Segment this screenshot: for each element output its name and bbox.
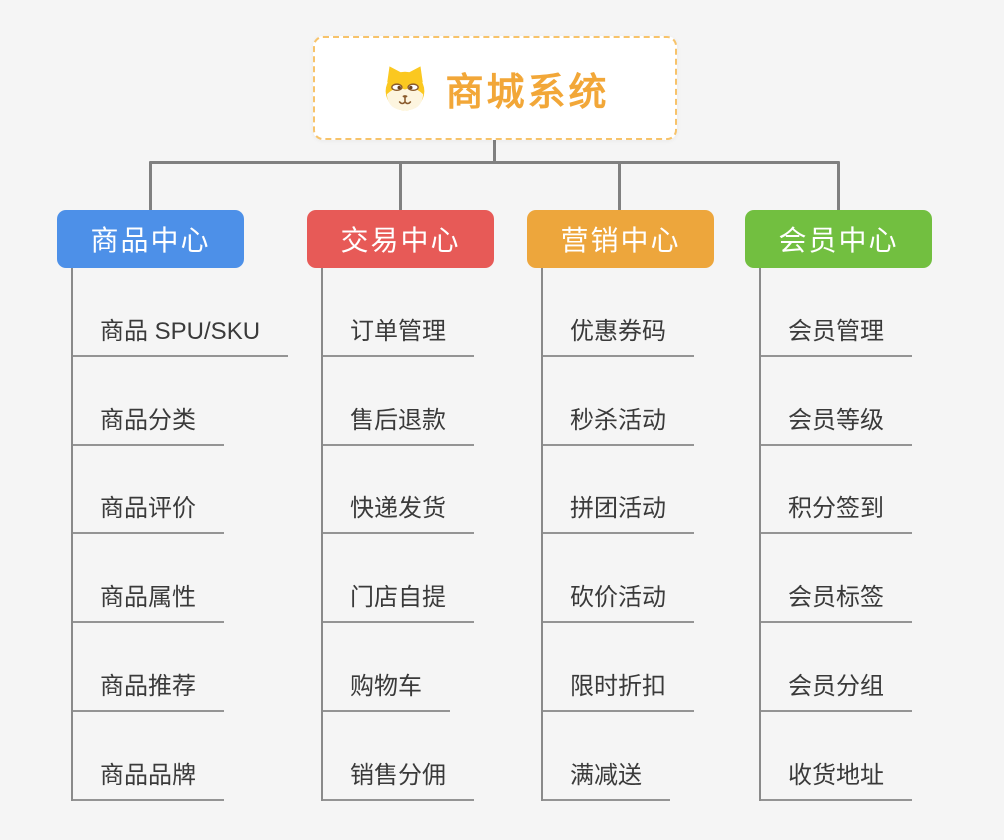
leaf-node-group-buy[interactable]: 拼团活动 (527, 446, 777, 535)
leaf-label: 售后退款 (321, 406, 474, 446)
leaf-node-product-brand[interactable]: 商品品牌 (57, 712, 307, 801)
connector-drop-product (149, 161, 152, 211)
connector-horizontal-bar (149, 161, 840, 164)
branch-member-children: 会员管理 会员等级 积分签到 会员标签 会员分组 收货地址 (745, 268, 995, 801)
leaf-node-shopping-cart[interactable]: 购物车 (307, 623, 557, 712)
branch-marketing-children: 优惠券码 秒杀活动 拼团活动 砍价活动 限时折扣 满减送 (527, 268, 777, 801)
leaf-label: 收货地址 (759, 761, 912, 801)
leaf-node-sales-commission[interactable]: 销售分佣 (307, 712, 557, 801)
leaf-label: 限时折扣 (541, 672, 694, 712)
leaf-node-product-spu-sku[interactable]: 商品 SPU/SKU (57, 268, 307, 357)
leaf-label: 商品属性 (71, 583, 224, 624)
leaf-label: 拼团活动 (541, 494, 694, 535)
leaf-node-member-management[interactable]: 会员管理 (745, 268, 995, 357)
leaf-label: 优惠券码 (541, 317, 694, 357)
leaf-node-express-delivery[interactable]: 快递发货 (307, 446, 557, 535)
leaf-node-member-group[interactable]: 会员分组 (745, 623, 995, 712)
leaf-node-flash-sale[interactable]: 秒杀活动 (527, 357, 777, 446)
branch-product-center: 商品中心 商品 SPU/SKU 商品分类 商品评价 商品属性 商品推荐 商品品牌 (57, 210, 307, 801)
branch-marketing-center: 营销中心 优惠券码 秒杀活动 拼团活动 砍价活动 限时折扣 满减送 (527, 210, 777, 801)
connector-drop-marketing (618, 161, 621, 211)
leaf-label: 销售分佣 (321, 761, 474, 801)
root-node-title: 商城系统 (445, 71, 610, 114)
leaf-label: 商品评价 (71, 494, 224, 535)
leaf-node-coupon-code[interactable]: 优惠券码 (527, 268, 777, 357)
branch-product-children: 商品 SPU/SKU 商品分类 商品评价 商品属性 商品推荐 商品品牌 (57, 268, 307, 801)
root-node[interactable]: 商城系统 (313, 36, 677, 140)
branch-node-member-center[interactable]: 会员中心 (745, 210, 932, 268)
branch-node-trade-center[interactable]: 交易中心 (307, 210, 494, 268)
leaf-label: 购物车 (321, 672, 450, 712)
leaf-label: 会员分组 (759, 672, 912, 712)
branch-node-product-center[interactable]: 商品中心 (57, 210, 244, 268)
leaf-label: 订单管理 (321, 317, 474, 357)
leaf-label: 满减送 (541, 761, 670, 801)
leaf-label: 砍价活动 (541, 583, 694, 624)
leaf-label: 会员管理 (759, 317, 912, 357)
branch-member-center: 会员中心 会员管理 会员等级 积分签到 会员标签 会员分组 收货地址 (745, 210, 995, 801)
leaf-node-aftersale-refund[interactable]: 售后退款 (307, 357, 557, 446)
leaf-node-member-tag[interactable]: 会员标签 (745, 534, 995, 624)
leaf-node-shipping-address[interactable]: 收货地址 (745, 712, 995, 801)
branch-trade-children: 订单管理 售后退款 快递发货 门店自提 购物车 销售分佣 (307, 268, 557, 801)
leaf-label: 商品品牌 (71, 761, 224, 801)
leaf-label: 商品推荐 (71, 672, 224, 712)
leaf-label: 快递发货 (321, 494, 474, 535)
leaf-node-product-review[interactable]: 商品评价 (57, 446, 307, 535)
branch-node-marketing-center[interactable]: 营销中心 (527, 210, 714, 268)
branch-trade-center: 交易中心 订单管理 售后退款 快递发货 门店自提 购物车 销售分佣 (307, 210, 557, 801)
leaf-node-member-level[interactable]: 会员等级 (745, 357, 995, 446)
connector-root-stem (493, 139, 496, 164)
leaf-node-spend-and-save[interactable]: 满减送 (527, 712, 777, 801)
leaf-label: 会员等级 (759, 406, 912, 446)
leaf-label: 门店自提 (321, 583, 474, 624)
leaf-node-product-recommend[interactable]: 商品推荐 (57, 623, 307, 712)
connector-drop-trade (399, 161, 402, 211)
leaf-label: 秒杀活动 (541, 406, 694, 446)
leaf-node-limited-time-discount[interactable]: 限时折扣 (527, 623, 777, 712)
leaf-label: 商品 SPU/SKU (71, 317, 289, 357)
leaf-label: 会员标签 (759, 583, 912, 624)
leaf-node-product-attribute[interactable]: 商品属性 (57, 534, 307, 624)
dog-face-icon (386, 66, 425, 111)
leaf-node-product-category[interactable]: 商品分类 (57, 357, 307, 446)
leaf-node-points-checkin[interactable]: 积分签到 (745, 446, 995, 535)
leaf-node-store-pickup[interactable]: 门店自提 (307, 534, 557, 624)
leaf-node-order-management[interactable]: 订单管理 (307, 268, 557, 357)
leaf-label: 商品分类 (71, 406, 224, 446)
leaf-node-bargain-activity[interactable]: 砍价活动 (527, 534, 777, 624)
connector-drop-member (837, 161, 840, 211)
leaf-label: 积分签到 (759, 494, 912, 535)
